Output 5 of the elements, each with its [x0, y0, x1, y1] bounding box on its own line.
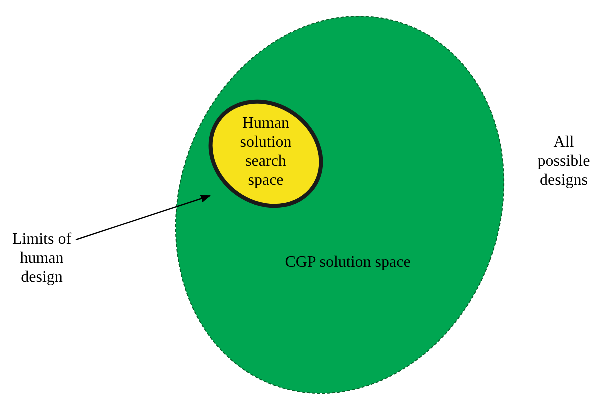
- node-label: Limits of human design: [11, 230, 73, 287]
- arrow: [76, 195, 211, 241]
- node-label: CGP solution space: [285, 253, 411, 272]
- node-label: Human solution search space: [239, 114, 293, 190]
- region-label: All possible designs: [538, 133, 590, 190]
